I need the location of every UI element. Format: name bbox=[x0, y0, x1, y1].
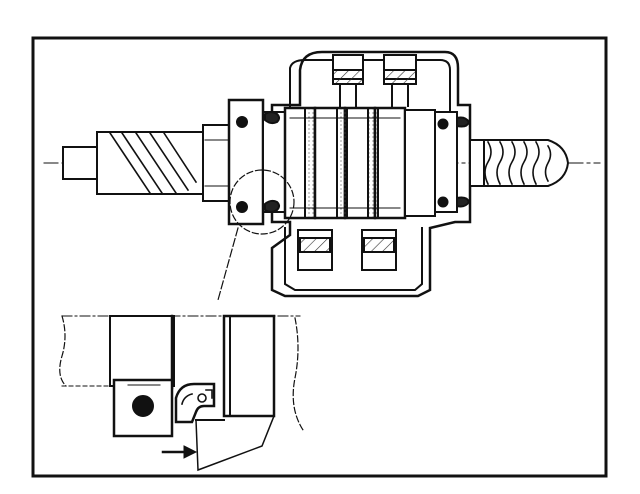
left-bearing-cap bbox=[227, 98, 286, 226]
valve-assembly bbox=[43, 50, 601, 301]
right-output-shaft bbox=[469, 139, 570, 187]
bearing-bolt-bottom-icon bbox=[236, 201, 248, 213]
break-line-left bbox=[59, 315, 67, 387]
bearing-bolt-top-icon bbox=[236, 116, 248, 128]
right-bearing-cap bbox=[404, 109, 471, 217]
detail-housing-wall bbox=[109, 315, 175, 387]
detail-callout-circle bbox=[229, 169, 295, 235]
detail-leader-line bbox=[217, 227, 239, 301]
top-port-right bbox=[383, 54, 417, 107]
enlarged-detail-view bbox=[59, 314, 304, 472]
housing-lower-outline bbox=[284, 227, 423, 291]
right-bolt-top-icon bbox=[437, 118, 449, 130]
left-drive-shaft bbox=[62, 124, 232, 202]
detail-shaft-section bbox=[222, 314, 276, 418]
detail-bolt-icon bbox=[132, 395, 154, 417]
valve-spool bbox=[283, 106, 407, 220]
outer-frame bbox=[31, 36, 608, 478]
right-arrow-icon bbox=[161, 445, 198, 459]
top-port-left bbox=[332, 54, 364, 107]
bottom-port-left bbox=[297, 229, 333, 271]
housing-inner-outline bbox=[289, 59, 451, 111]
detail-lower-lip bbox=[195, 415, 275, 472]
break-line-right bbox=[292, 317, 304, 431]
right-bolt-bottom-icon bbox=[437, 196, 449, 208]
bottom-port-right bbox=[361, 229, 397, 271]
detail-seal-ring bbox=[174, 382, 216, 424]
valve-body-housing bbox=[270, 50, 472, 298]
